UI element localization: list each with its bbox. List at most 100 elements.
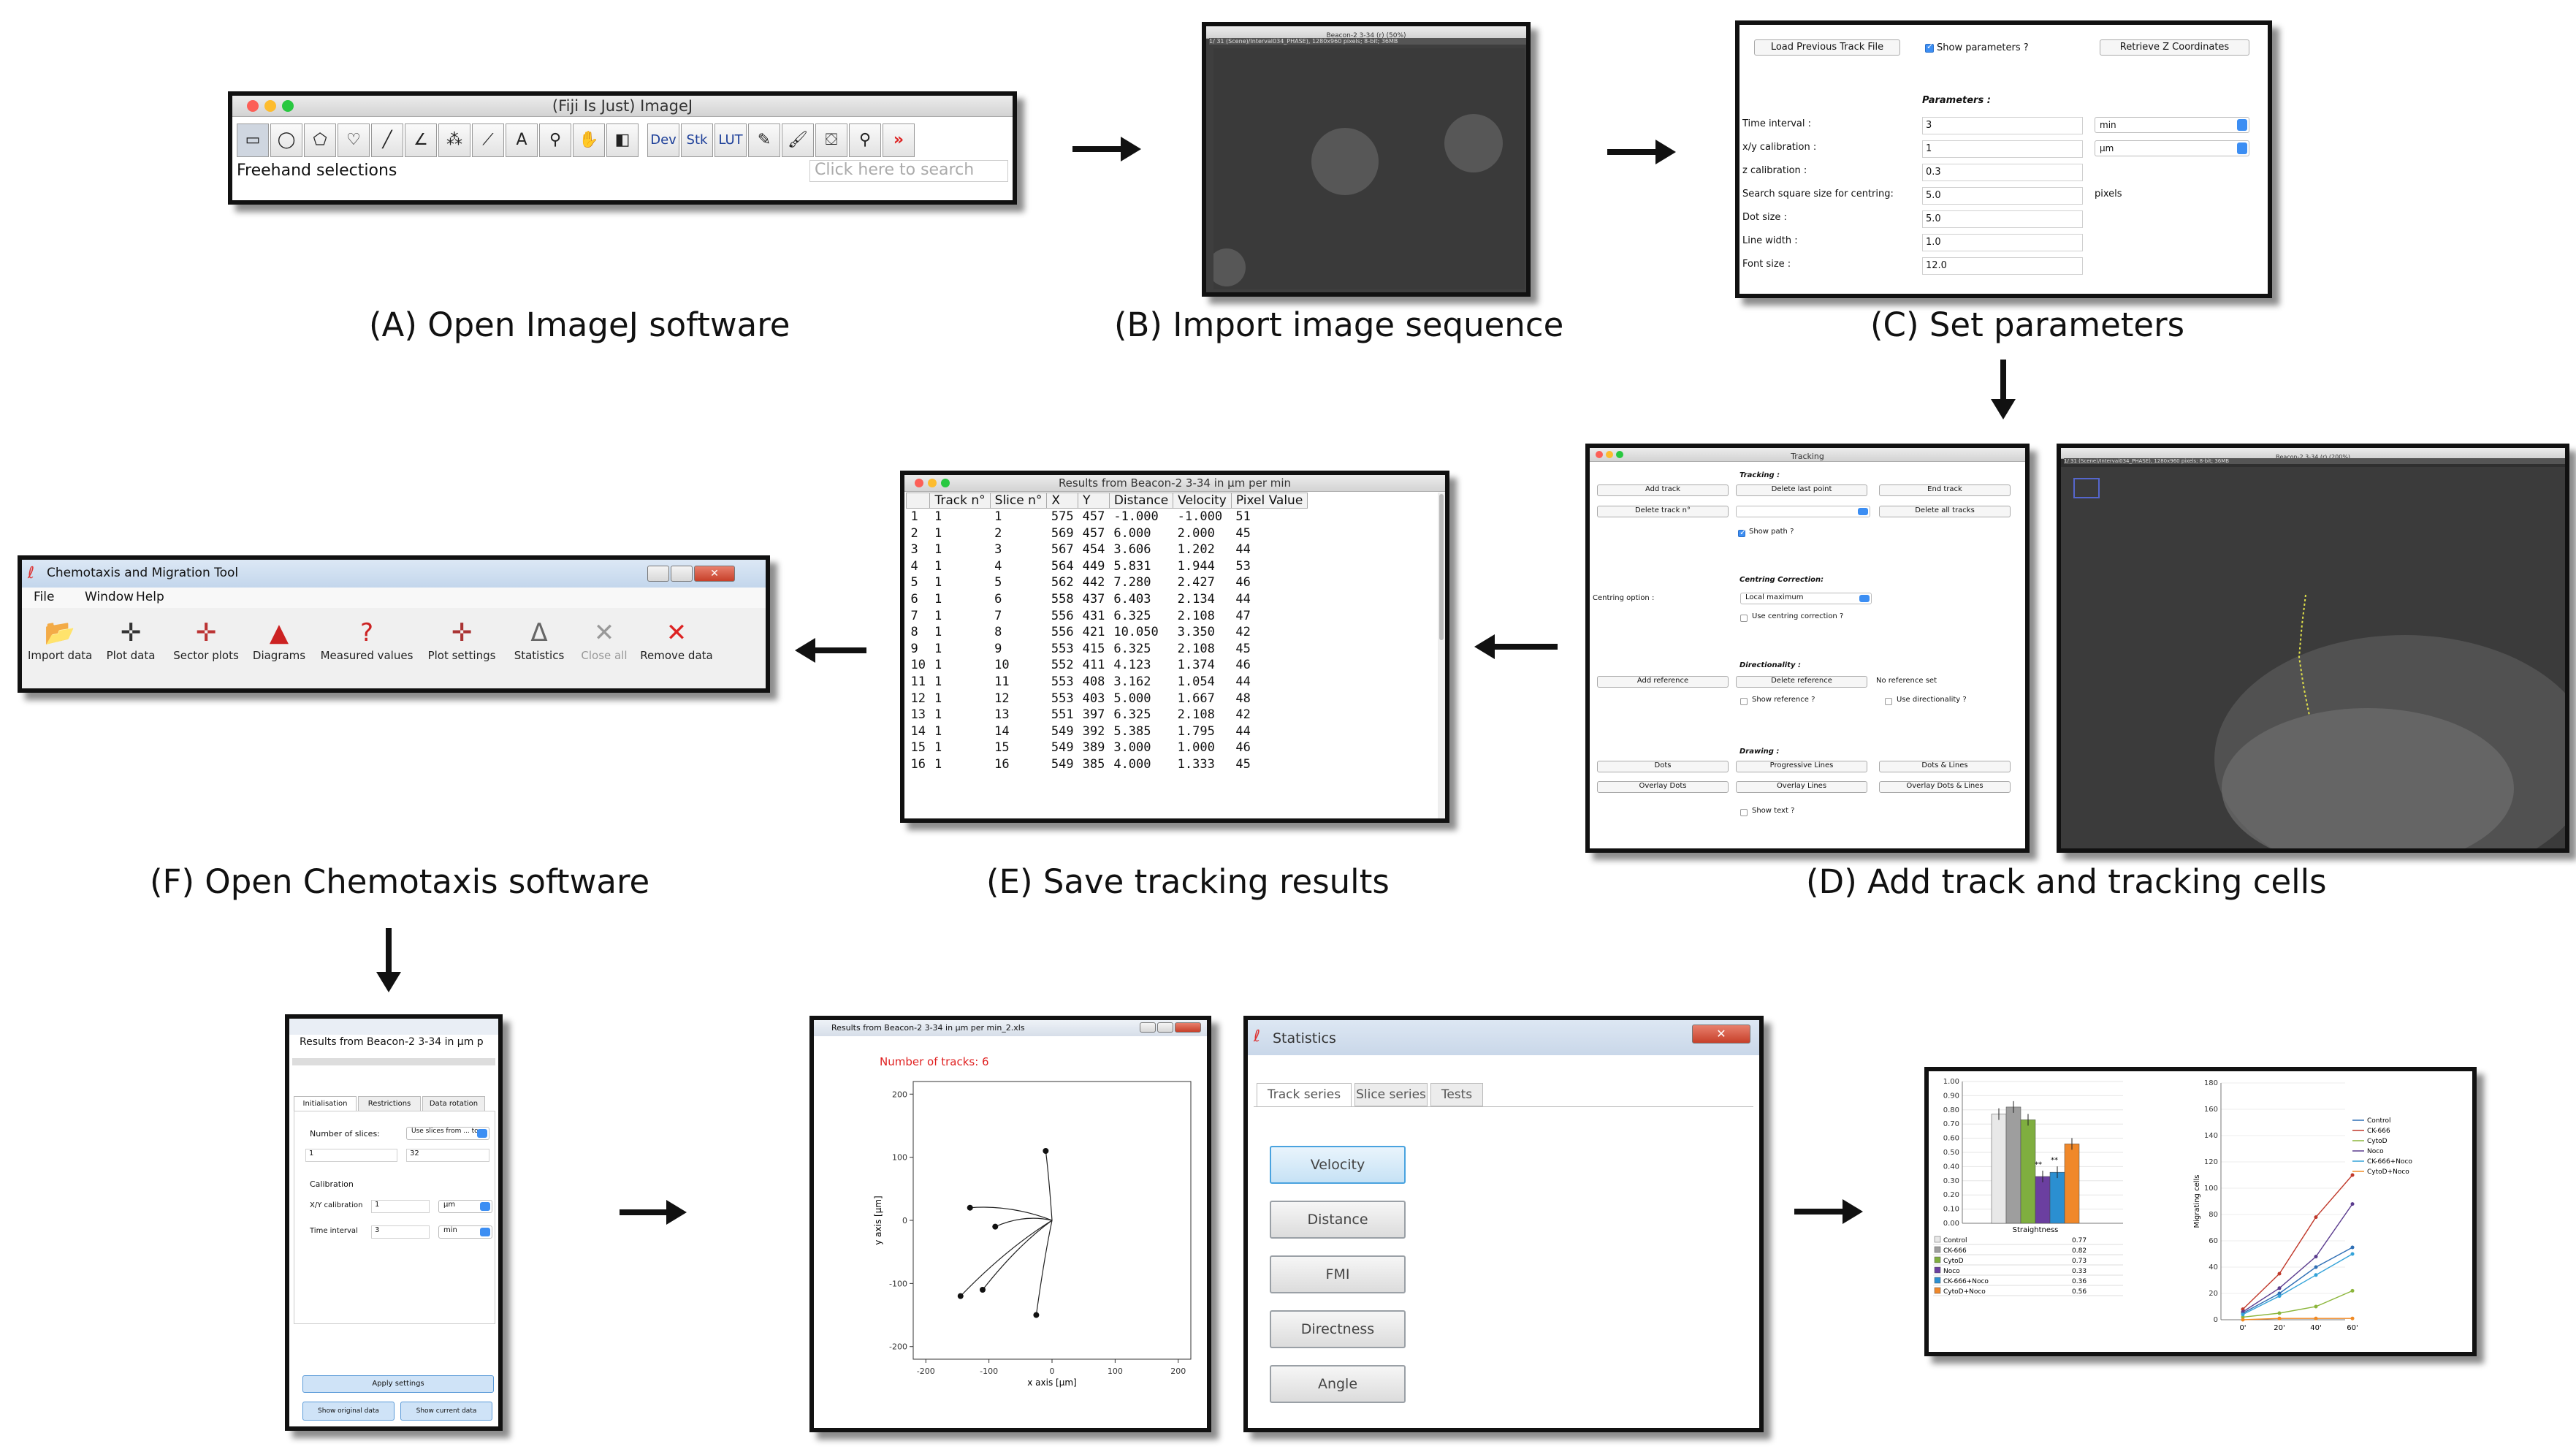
- tool-close-all[interactable]: ✕Close all: [577, 612, 631, 683]
- magnifier-tool-icon[interactable]: ⚲: [539, 123, 571, 157]
- param-unit-select[interactable]: min: [2095, 117, 2249, 133]
- menu-item-window[interactable]: Window: [85, 590, 134, 604]
- column-header[interactable]: Pixel Value: [1230, 493, 1308, 509]
- stat-button-distance[interactable]: Distance: [1270, 1201, 1406, 1239]
- rectangle-tool-icon[interactable]: ▭: [237, 123, 269, 157]
- centring-option-select[interactable]: Local maximum: [1740, 593, 1872, 604]
- close-dot[interactable]: [247, 100, 259, 112]
- minimize-dot[interactable]: [264, 100, 276, 112]
- show-path-checkbox[interactable]: [1738, 528, 1746, 537]
- close-dot[interactable]: [915, 479, 923, 487]
- column-header[interactable]: [906, 493, 931, 509]
- tool-measured-values[interactable]: ?Measured values: [316, 612, 418, 683]
- show-parameters-checkbox[interactable]: [1925, 42, 1934, 53]
- column-header[interactable]: Track n°: [929, 493, 991, 509]
- progressive-lines-button[interactable]: Progressive Lines: [1736, 761, 1867, 772]
- track-number-select[interactable]: [1736, 506, 1870, 517]
- delete-last-point-button[interactable]: Delete last point: [1736, 484, 1867, 496]
- param-value-field[interactable]: 0.3: [1922, 164, 2083, 181]
- param-value-field[interactable]: 5.0: [1922, 210, 2083, 228]
- add-reference-button[interactable]: Add reference: [1597, 676, 1729, 688]
- param-value-field[interactable]: 12.0: [1922, 257, 2083, 275]
- close-button[interactable]: ✕: [1692, 1025, 1750, 1044]
- tool-plot-settings[interactable]: ✛Plot settings: [422, 612, 501, 683]
- pencil-tool-icon[interactable]: ✎: [748, 123, 780, 157]
- minimize-dot[interactable]: [928, 479, 937, 487]
- minimize-button[interactable]: [647, 566, 669, 582]
- tool-plot-data[interactable]: ✛Plot data: [96, 612, 165, 683]
- lut-menu-button[interactable]: LUT: [715, 123, 747, 157]
- column-header[interactable]: X: [1046, 493, 1079, 509]
- xy-calibration-field[interactable]: 1: [371, 1200, 430, 1213]
- param-value-field[interactable]: 1.0: [1922, 234, 2083, 251]
- show-text-checkbox[interactable]: [1740, 809, 1748, 816]
- zoom-dot[interactable]: [1616, 451, 1623, 458]
- color-picker-icon[interactable]: ◧: [606, 123, 639, 157]
- zoom-dot[interactable]: [941, 479, 950, 487]
- tab-track-series[interactable]: Track series: [1257, 1083, 1352, 1106]
- overlay-dots-button[interactable]: Overlay Dots: [1597, 781, 1729, 793]
- menu-item-file[interactable]: File: [34, 590, 55, 604]
- param-value-field[interactable]: 1: [1922, 140, 2083, 158]
- stat-button-velocity[interactable]: Velocity: [1270, 1146, 1406, 1184]
- tab-slice-series[interactable]: Slice series: [1354, 1083, 1428, 1106]
- polygon-tool-icon[interactable]: ⬠: [304, 123, 336, 157]
- close-button[interactable]: [1175, 1022, 1201, 1033]
- tool-import-data[interactable]: 📂Import data: [28, 612, 92, 683]
- tool-diagrams[interactable]: ▲Diagrams: [247, 612, 311, 683]
- results-scrollbar[interactable]: [1438, 493, 1445, 818]
- more-tools-icon[interactable]: »: [883, 123, 915, 157]
- tab-initialisation[interactable]: Initialisation: [294, 1096, 357, 1111]
- tab-restrictions[interactable]: Restrictions: [358, 1096, 421, 1111]
- angle-tool-icon[interactable]: ∠: [405, 123, 437, 157]
- tab-data-rotation[interactable]: Data rotation: [422, 1096, 485, 1111]
- text-tool-icon[interactable]: A: [506, 123, 538, 157]
- stk-menu-button[interactable]: Stk: [681, 123, 713, 157]
- time-unit-select[interactable]: min: [438, 1225, 492, 1239]
- tab-tests[interactable]: Tests: [1430, 1083, 1483, 1106]
- add-track-button[interactable]: Add track: [1597, 484, 1729, 496]
- brush-tool-icon[interactable]: 🖌: [782, 123, 814, 157]
- tool-sector-plots[interactable]: ✛Sector plots: [169, 612, 243, 683]
- line-tool-icon[interactable]: ╱: [371, 123, 403, 157]
- search-tool-icon[interactable]: ⚲: [849, 123, 881, 157]
- dots-button[interactable]: Dots: [1597, 761, 1729, 772]
- multipoint-tool-icon[interactable]: ⁂: [438, 123, 470, 157]
- minimize-button[interactable]: [1140, 1022, 1156, 1033]
- menu-item-help[interactable]: Help: [136, 590, 164, 604]
- imagej-search[interactable]: Click here to search: [809, 160, 1008, 182]
- show-reference-checkbox[interactable]: [1740, 698, 1748, 705]
- apply-settings-button[interactable]: Apply settings: [302, 1375, 494, 1393]
- slices-select[interactable]: Use slices from ... to: [406, 1127, 489, 1140]
- delete-track-button[interactable]: Delete track n°: [1597, 506, 1729, 517]
- stat-button-fmi[interactable]: FMI: [1270, 1255, 1406, 1293]
- stat-button-angle[interactable]: Angle: [1270, 1365, 1406, 1403]
- column-header[interactable]: Distance: [1108, 493, 1174, 509]
- flood-fill-icon[interactable]: ⛋: [815, 123, 847, 157]
- dev-menu-button[interactable]: Dev: [647, 123, 679, 157]
- show-original-data-button[interactable]: Show original data: [302, 1402, 395, 1421]
- param-unit-select[interactable]: µm: [2095, 140, 2249, 156]
- param-value-field[interactable]: 5.0: [1922, 187, 2083, 205]
- maximize-button[interactable]: [1157, 1022, 1173, 1033]
- use-directionality-checkbox[interactable]: [1885, 698, 1892, 705]
- tool-remove-data[interactable]: ✕Remove data: [636, 612, 717, 683]
- dots-lines-button[interactable]: Dots & Lines: [1879, 761, 2011, 772]
- maximize-button[interactable]: [671, 566, 693, 582]
- close-button[interactable]: ✕: [694, 566, 735, 582]
- overlay-lines-button[interactable]: Overlay Lines: [1736, 781, 1867, 793]
- to-slice-field[interactable]: 32: [406, 1149, 489, 1162]
